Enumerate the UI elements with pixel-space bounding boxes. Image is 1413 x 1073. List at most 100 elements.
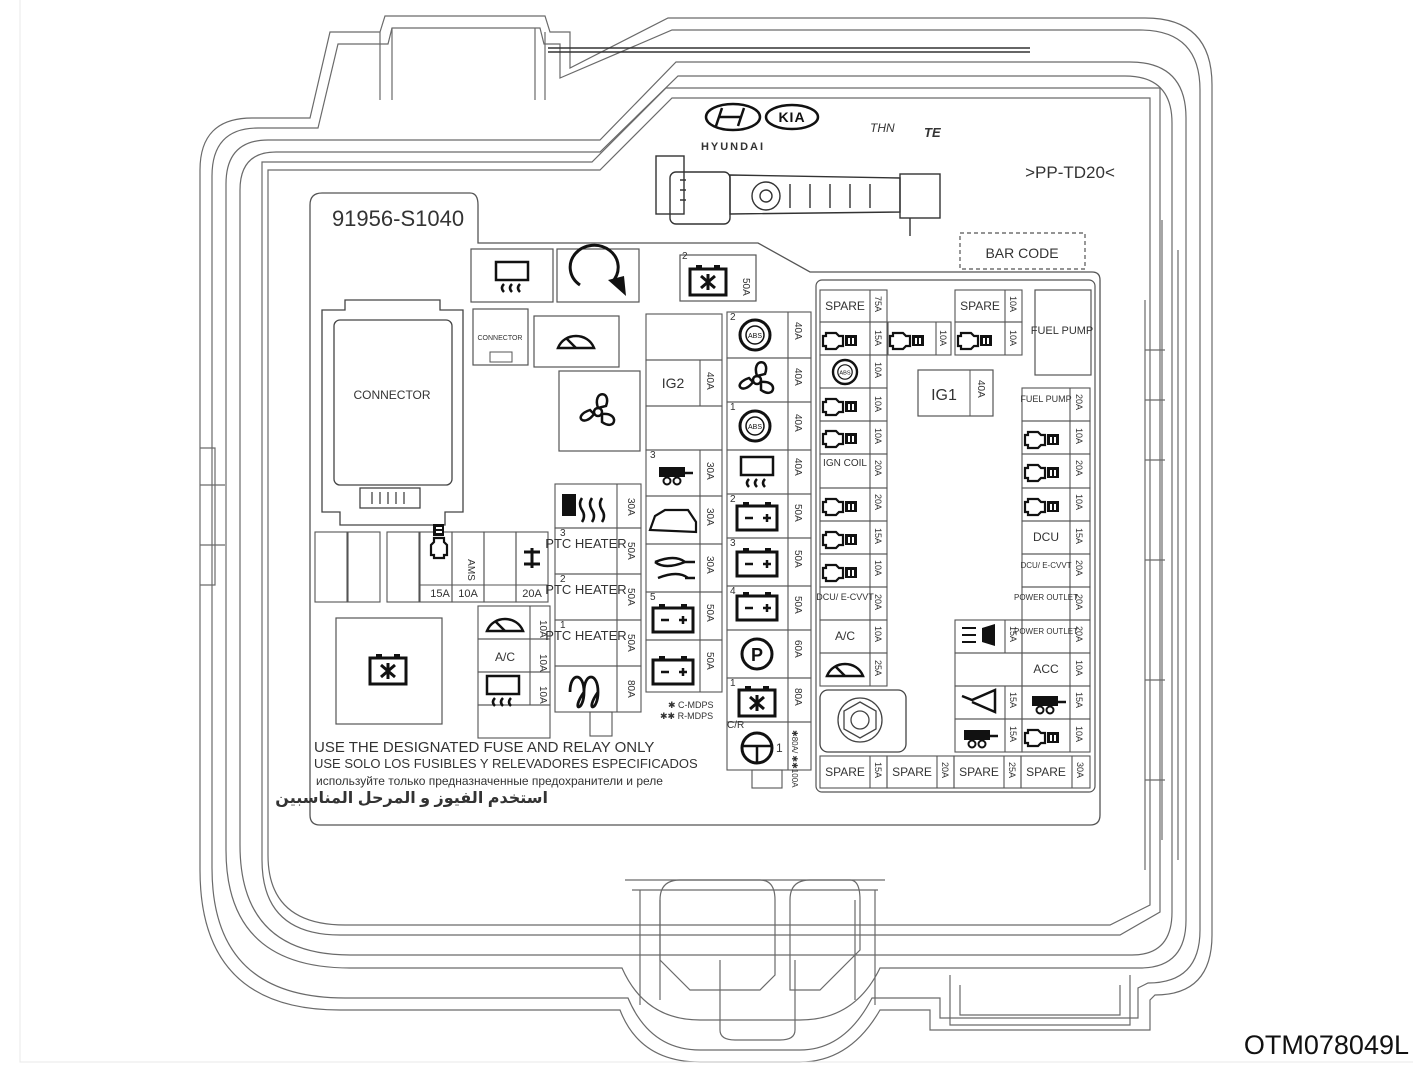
ig2-label: IG2 [662,375,685,391]
svg-text:10A: 10A [1074,660,1084,676]
svg-text:DCU/ E-CVVT: DCU/ E-CVVT [816,592,874,602]
svg-text:10A: 10A [537,686,548,704]
svg-text:50A: 50A [740,278,751,296]
svg-text:A/C: A/C [835,629,855,643]
small-fuse-row[interactable] [314,531,549,603]
svg-text:15A: 15A [873,762,883,778]
fuse-battery-top[interactable] [679,254,757,302]
svg-text:2: 2 [560,574,566,585]
housing-outline [19,0,1413,1063]
svg-text:60A: 60A [792,640,803,658]
svg-text:30A: 30A [704,508,715,526]
svg-text:IGN COIL: IGN COIL [823,458,867,469]
svg-text:SPARE: SPARE [825,299,865,313]
svg-text:10A: 10A [873,428,883,444]
svg-text:2: 2 [730,312,736,323]
recirculation-icon [568,243,620,287]
relay-fan[interactable] [558,370,641,452]
svg-text:30A: 30A [625,498,636,516]
svg-text:10A: 10A [1008,296,1018,312]
svg-text:4: 4 [730,586,736,597]
svg-text:A/C: A/C [495,650,515,664]
svg-text:15A: 15A [1008,626,1018,642]
svg-text:P: P [751,645,763,665]
svg-text:✱80A/ ✱✱100A: ✱80A/ ✱✱100A [790,730,799,788]
right-column-c[interactable] [954,289,1023,753]
svg-text:15A: 15A [1074,528,1084,544]
ig2-column[interactable] [645,313,723,693]
svg-text:ACC: ACC [1033,662,1059,676]
figure-code: OTM078049L [1243,1030,1409,1060]
svg-text:POWER OUTLET: POWER OUTLET [1014,593,1078,602]
svg-text:20A: 20A [873,460,883,476]
right-column-a[interactable] [819,289,888,687]
svg-text:POWER OUTLET: POWER OUTLET [1014,627,1078,636]
right-column-d[interactable] [1021,387,1091,753]
svg-text:3: 3 [730,538,736,549]
battery-star-icon [688,263,728,297]
svg-text:15A: 15A [1074,692,1084,708]
svg-text:DCU/ E-CVVT: DCU/ E-CVVT [1020,561,1071,570]
small-connector-label: CONNECTOR [478,335,523,342]
right-column-b[interactable] [887,321,952,356]
svg-text:30A: 30A [1075,762,1085,778]
steering-wheel-icon [740,731,774,765]
svg-text:50A: 50A [625,542,636,560]
ptc-heater-column[interactable] [554,483,642,737]
relay-recirc[interactable] [556,248,640,303]
relay-wiper-lo[interactable] [533,315,620,368]
fuel-heater-icon [562,494,606,523]
svg-text:40A: 40A [792,322,803,340]
suv-icon [648,508,698,534]
svg-text:SPARE: SPARE [892,765,932,779]
svg-text:2: 2 [682,251,688,262]
svg-text:10A: 10A [1074,494,1084,510]
svg-text:30A: 30A [704,556,715,574]
svg-text:10A: 10A [1008,330,1018,346]
svg-text:1: 1 [730,678,736,689]
spare-fuse-row[interactable] [819,755,1091,789]
svg-text:10A: 10A [873,362,883,378]
relay-battery-main[interactable] [335,617,443,725]
mdps-r-note: ✱✱ R-MDPS [660,711,713,721]
svg-text:40A: 40A [792,414,803,432]
svg-text:DCU: DCU [1033,530,1059,544]
main-connector[interactable] [321,299,464,526]
svg-text:40A: 40A [975,380,986,398]
svg-text:3: 3 [560,528,566,539]
warning-arabic: استخدم الفيوز و المرحل المناسبين [275,790,548,807]
label-panel [309,192,1101,826]
glow-coil-icon [568,675,600,709]
awd-icon [524,548,540,568]
relay-rear-defrost[interactable] [470,248,554,303]
svg-text:5: 5 [650,592,656,603]
right-fuse-panel [815,279,1096,793]
power-plug-icon [654,556,695,580]
svg-text:10A: 10A [873,396,883,412]
hyundai-logo: HYUNDAI [701,102,763,153]
svg-text:25A: 25A [1007,762,1017,778]
svg-text:10A: 10A [1074,428,1084,444]
svg-text:20A: 20A [1074,626,1084,642]
svg-text:40A: 40A [704,372,715,390]
svg-text:20A: 20A [940,762,950,778]
horn-icon [961,688,997,714]
svg-text:10A: 10A [873,560,883,576]
mdps-c-note: ✱ C-MDPS [668,700,714,710]
svg-text:15A: 15A [1008,692,1018,708]
cr-label: C/R [727,720,744,731]
svg-text:10A: 10A [873,626,883,642]
bar-code-label: BAR CODE [985,245,1058,261]
fuse-ig1[interactable] [917,369,994,417]
relay-fuel-pump[interactable] [1034,289,1092,376]
svg-text:3: 3 [650,450,656,461]
small-connector[interactable] [472,308,529,366]
bar-code-box [959,232,1086,270]
cover-latch[interactable] [655,155,941,236]
small-fuse-column[interactable] [477,605,551,739]
svg-text:FUEL PUMP: FUEL PUMP [1020,394,1071,404]
abs-column[interactable] [726,311,812,789]
svg-text:20A: 20A [1074,560,1084,576]
svg-text:25A: 25A [873,660,883,676]
